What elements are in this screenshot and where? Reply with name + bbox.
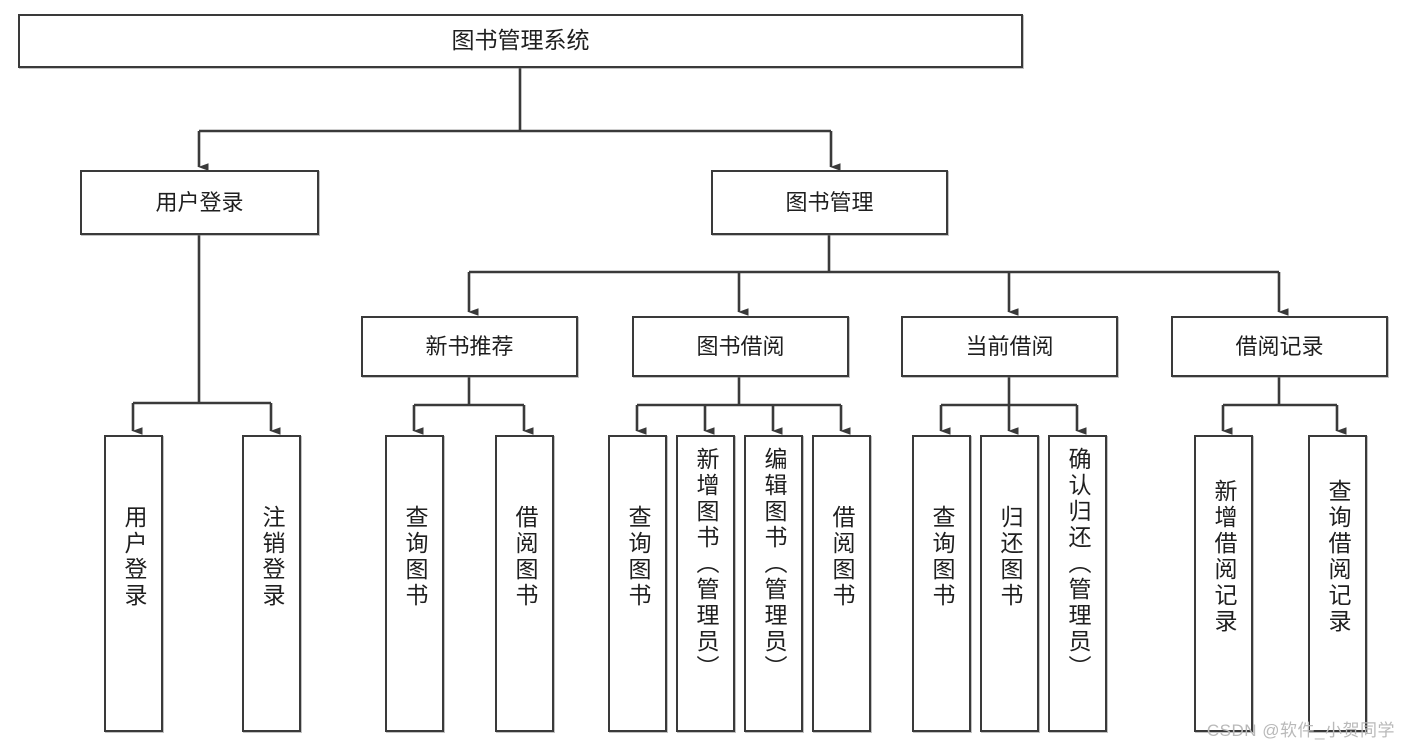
- leaf-query-book-borrow[interactable]: 查询图书: [608, 435, 667, 732]
- node-label: 查询借阅记录: [1325, 479, 1351, 635]
- node-label: 借阅图书: [512, 505, 538, 609]
- leaf-edit-book-admin[interactable]: 编辑图书（管理员）: [744, 435, 803, 732]
- node-book-borrow[interactable]: 图书借阅: [632, 316, 849, 377]
- leaf-logout[interactable]: 注销登录: [242, 435, 301, 732]
- node-label: 确认归还（管理员）: [1065, 447, 1091, 681]
- leaf-confirm-return-admin[interactable]: 确认归还（管理员）: [1048, 435, 1107, 732]
- node-label: 查询图书: [929, 505, 955, 609]
- node-label: 查询图书: [625, 505, 651, 609]
- node-current-borrow[interactable]: 当前借阅: [901, 316, 1118, 377]
- node-label: 归还图书: [997, 505, 1023, 609]
- node-label: 新书推荐: [425, 333, 514, 359]
- node-label: 借阅图书: [829, 505, 855, 609]
- node-label: 图书管理: [785, 189, 874, 215]
- node-label: 借阅记录: [1235, 333, 1324, 359]
- node-new-book-recommend[interactable]: 新书推荐: [361, 316, 578, 377]
- node-label: 用户登录: [121, 505, 147, 609]
- node-label: 查询图书: [402, 505, 428, 609]
- leaf-query-book-recommend[interactable]: 查询图书: [385, 435, 444, 732]
- leaf-return-book[interactable]: 归还图书: [980, 435, 1039, 732]
- leaf-query-book-current[interactable]: 查询图书: [912, 435, 971, 732]
- leaf-add-borrow-record[interactable]: 新增借阅记录: [1194, 435, 1253, 732]
- node-label: 注销登录: [259, 505, 285, 609]
- node-root-system[interactable]: 图书管理系统: [18, 14, 1023, 68]
- node-label: 图书借阅: [696, 333, 785, 359]
- leaf-add-book-admin[interactable]: 新增图书（管理员）: [676, 435, 735, 732]
- leaf-query-borrow-record[interactable]: 查询借阅记录: [1308, 435, 1367, 732]
- node-user-login[interactable]: 用户登录: [80, 170, 319, 235]
- node-label: 新增图书（管理员）: [693, 447, 719, 681]
- node-book-management[interactable]: 图书管理: [711, 170, 948, 235]
- node-label: 用户登录: [155, 189, 244, 215]
- node-borrow-record[interactable]: 借阅记录: [1171, 316, 1388, 377]
- node-label: 当前借阅: [965, 333, 1054, 359]
- csdn-watermark: CSDN @软件_小贺同学: [1206, 721, 1395, 740]
- leaf-borrow-book[interactable]: 借阅图书: [812, 435, 871, 732]
- node-label: 图书管理系统: [451, 27, 590, 54]
- leaf-user-login[interactable]: 用户登录: [104, 435, 163, 732]
- leaf-borrow-book-recommend[interactable]: 借阅图书: [495, 435, 554, 732]
- node-label: 编辑图书（管理员）: [761, 447, 787, 681]
- node-label: 新增借阅记录: [1211, 479, 1237, 635]
